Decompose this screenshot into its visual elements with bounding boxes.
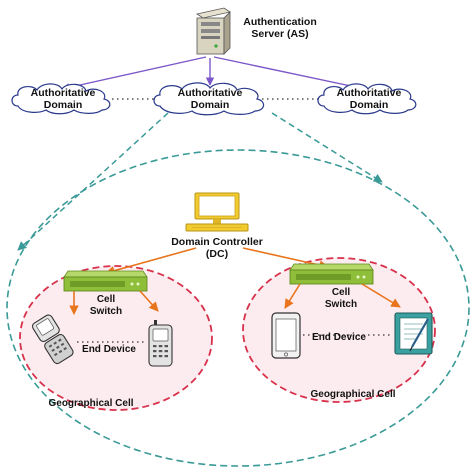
mobile-phone-icon — [148, 320, 173, 367]
auth-server-label: Authentication Server (AS) — [230, 16, 330, 40]
domain-label-middle: Authoritative Domain — [168, 87, 252, 111]
cloud-icon — [11, 83, 111, 115]
geographical-cell-label-left: Geographical Cell — [26, 398, 156, 410]
switch-icon — [63, 270, 148, 292]
domain-label-right: Authoritative Domain — [328, 87, 410, 111]
domain-controller-label-line2: (DC) — [205, 248, 229, 261]
cloud-icon — [317, 83, 417, 115]
switch-icon — [289, 263, 374, 285]
dc-link-left — [105, 247, 197, 276]
end-device-label-text: End Device — [312, 332, 366, 343]
geographical-cell-label-right: Geographical Cell — [288, 389, 418, 401]
geographical-cell-left — [19, 265, 213, 411]
cloud-icon — [153, 82, 265, 116]
cell-switch-label-left: Cell Switch — [86, 294, 126, 317]
domain-controller-label: Domain Controller (DC) — [162, 236, 272, 260]
tablet-icon — [394, 312, 433, 355]
geographical-cell-right — [242, 257, 436, 403]
cell-switch-label-line1: Cell — [331, 287, 351, 298]
domain-label-line2: Domain — [43, 99, 83, 112]
switch-link-right-a — [284, 283, 301, 309]
end-device-label-left: End Device — [72, 344, 146, 356]
domain-expansion-line-right — [271, 112, 383, 183]
domain-expansion-line-left — [17, 112, 169, 251]
domain-label-line2: Domain — [349, 99, 389, 112]
geographical-cell-label-text: Geographical Cell — [310, 389, 396, 400]
domain-boundary-ellipse — [6, 149, 470, 467]
cell-switch-label-line1: Cell — [96, 294, 116, 305]
cell-switch-label-line2: Switch — [89, 305, 123, 317]
flip-phone-icon — [31, 314, 74, 365]
switch-link-left-b — [139, 290, 159, 312]
auth-server-label-line2: Server (AS) — [251, 28, 309, 41]
as-link-left — [61, 56, 207, 92]
end-device-label-right: End Device — [302, 332, 376, 344]
cell-switch-label-line2: Switch — [324, 298, 358, 310]
server-icon — [195, 7, 232, 55]
domain-label-line1: Authoritative — [336, 87, 402, 99]
domain-label-line2: Domain — [190, 99, 230, 112]
monitor-icon — [185, 192, 249, 232]
geographical-cell-label-text: Geographical Cell — [48, 398, 134, 409]
end-device-label-text: End Device — [82, 344, 136, 355]
domain-label-line1: Authoritative — [177, 87, 243, 99]
auth-server-label-line1: Authentication — [243, 16, 317, 28]
domain-controller-label-line1: Domain Controller — [171, 236, 263, 248]
cell-switch-label-right: Cell Switch — [321, 287, 361, 310]
smartphone-icon — [271, 312, 301, 359]
domain-label-line1: Authoritative — [30, 87, 96, 99]
switch-link-right-b — [361, 283, 401, 308]
domain-label-left: Authoritative Domain — [22, 87, 104, 111]
as-link-right — [213, 56, 366, 92]
